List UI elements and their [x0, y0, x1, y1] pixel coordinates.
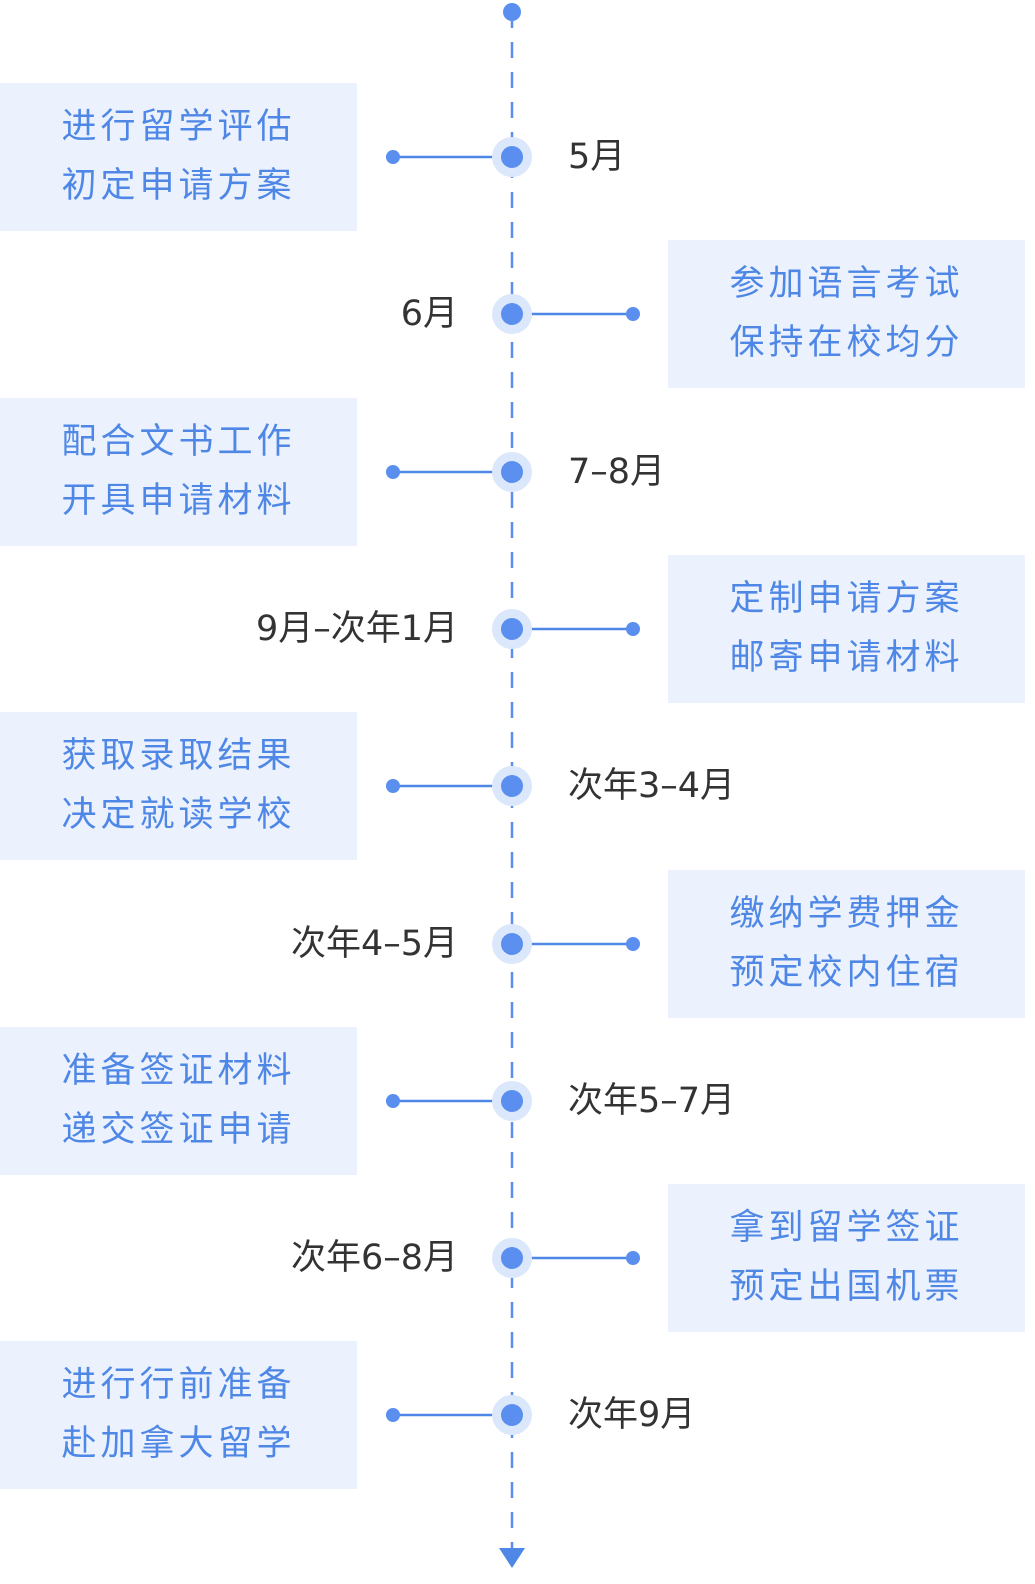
step-card-line: 递交签证申请	[61, 1110, 296, 1150]
connector-end-dot	[626, 1251, 640, 1265]
node-dot	[501, 933, 523, 955]
node-dot	[501, 1090, 523, 1112]
timeline-end-arrow-icon	[499, 1548, 525, 1568]
step-card-line: 保持在校均分	[729, 323, 964, 363]
step-card-line: 决定就读学校	[61, 795, 296, 835]
step-card-line: 预定校内住宿	[729, 953, 964, 993]
node-dot	[501, 618, 523, 640]
node-dot	[501, 146, 523, 168]
step-card-line: 缴纳学费押金	[729, 894, 964, 934]
step-card: 进行留学评估初定申请方案	[0, 83, 357, 231]
step-card-line: 赴加拿大留学	[61, 1424, 296, 1464]
connector-end-dot	[386, 1094, 400, 1108]
step-card-line: 开具申请材料	[61, 481, 296, 521]
step-card: 进行行前准备赴加拿大留学	[0, 1341, 357, 1489]
connector-end-dot	[626, 307, 640, 321]
step-date: 次年3–4月	[568, 766, 736, 806]
step-card-line: 准备签证材料	[61, 1051, 296, 1091]
step-card-line: 邮寄申请材料	[729, 638, 964, 678]
connector-end-dot	[386, 1408, 400, 1422]
step-card-line: 配合文书工作	[61, 422, 296, 462]
step-card-line: 定制申请方案	[729, 579, 964, 619]
step-card-line: 拿到留学签证	[729, 1208, 964, 1248]
step-card-line: 进行留学评估	[61, 107, 296, 147]
step-date: 7–8月	[568, 452, 666, 492]
step-card-line: 预定出国机票	[729, 1267, 964, 1307]
step-date: 次年6–8月	[290, 1238, 458, 1278]
step-date: 6月	[400, 294, 458, 334]
step-date: 次年9月	[568, 1395, 696, 1435]
step-card: 拿到留学签证预定出国机票	[668, 1184, 1025, 1332]
node-dot	[501, 461, 523, 483]
step-card: 缴纳学费押金预定校内住宿	[668, 870, 1025, 1018]
timeline-start-dot	[503, 3, 521, 21]
step-card: 获取录取结果决定就读学校	[0, 712, 357, 860]
node-dot	[501, 775, 523, 797]
node-dot	[501, 1247, 523, 1269]
node-dot	[501, 1404, 523, 1426]
step-date: 次年4–5月	[290, 924, 458, 964]
step-card: 定制申请方案邮寄申请材料	[668, 555, 1025, 703]
connector-end-dot	[386, 779, 400, 793]
step-card-line: 获取录取结果	[61, 736, 296, 776]
step-card: 参加语言考试保持在校均分	[668, 240, 1025, 388]
step-card: 准备签证材料递交签证申请	[0, 1027, 357, 1175]
connector-end-dot	[626, 622, 640, 636]
step-card-line: 参加语言考试	[729, 264, 964, 304]
step-card-line: 初定申请方案	[61, 166, 296, 206]
connector-end-dot	[626, 937, 640, 951]
step-card: 配合文书工作开具申请材料	[0, 398, 357, 546]
step-card-line: 进行行前准备	[61, 1365, 296, 1405]
step-date: 9月–次年1月	[255, 609, 458, 649]
connector-end-dot	[386, 150, 400, 164]
connector-end-dot	[386, 465, 400, 479]
node-dot	[501, 303, 523, 325]
step-date: 5月	[568, 137, 626, 177]
step-date: 次年5–7月	[568, 1081, 736, 1121]
